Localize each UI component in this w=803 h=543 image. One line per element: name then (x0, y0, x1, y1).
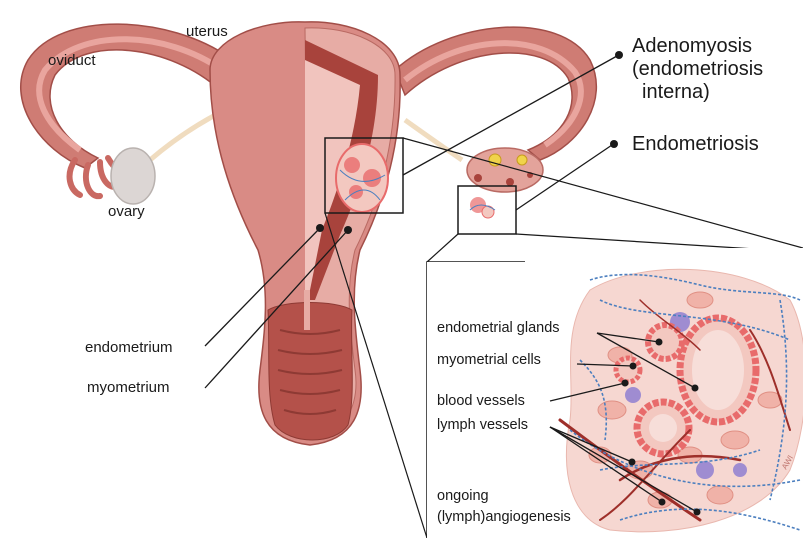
endometrial-gland-left (616, 358, 640, 382)
endometrial-gland-large (680, 318, 756, 422)
label-ongoing: ongoing (437, 488, 489, 505)
adenomyosis-lesion (336, 144, 388, 212)
ovary-surface-lesion (470, 197, 495, 218)
label-endometriosis: Endometriosis (632, 133, 759, 156)
ovary-follicle (517, 155, 527, 165)
label-lymph-vessels: lymph vessels (437, 417, 528, 434)
label-endometrium: endometrium (85, 339, 173, 356)
label-ovary: ovary (108, 203, 145, 220)
adenomyosis-pointer-dot (615, 51, 623, 59)
label-lymphangiogenesis: (lymph)angiogenesis (437, 509, 571, 526)
label-oviduct: oviduct (48, 52, 96, 69)
label-adenomyosis-line2: (endometriosis (632, 58, 803, 81)
label-myometrial-cells: myometrial cells (437, 352, 541, 369)
label-uterus: uterus (186, 23, 228, 40)
label-adenomyosis: Adenomyosis (endometriosis interna) (632, 35, 803, 104)
right-oviduct (395, 27, 596, 160)
left-oviduct (21, 24, 230, 168)
label-blood-vessels: blood vessels (437, 393, 525, 410)
zoom-line (427, 234, 458, 262)
label-adenomyosis-line1: Adenomyosis (632, 35, 803, 58)
ovary-lesion (506, 178, 514, 186)
endometriosis-pointer-dot (610, 140, 618, 148)
myometrium-pointer-dot (344, 226, 352, 234)
label-myometrium: myometrium (87, 379, 170, 396)
right-ligament (405, 120, 462, 160)
left-ovary (111, 148, 155, 204)
ovary-lesion (474, 174, 482, 182)
endometrium-pointer-dot (316, 224, 324, 232)
label-endometrial-glands: endometrial glands (437, 320, 560, 337)
label-adenomyosis-line3: interna) (632, 81, 803, 104)
endometrial-gland-lower (637, 402, 689, 454)
